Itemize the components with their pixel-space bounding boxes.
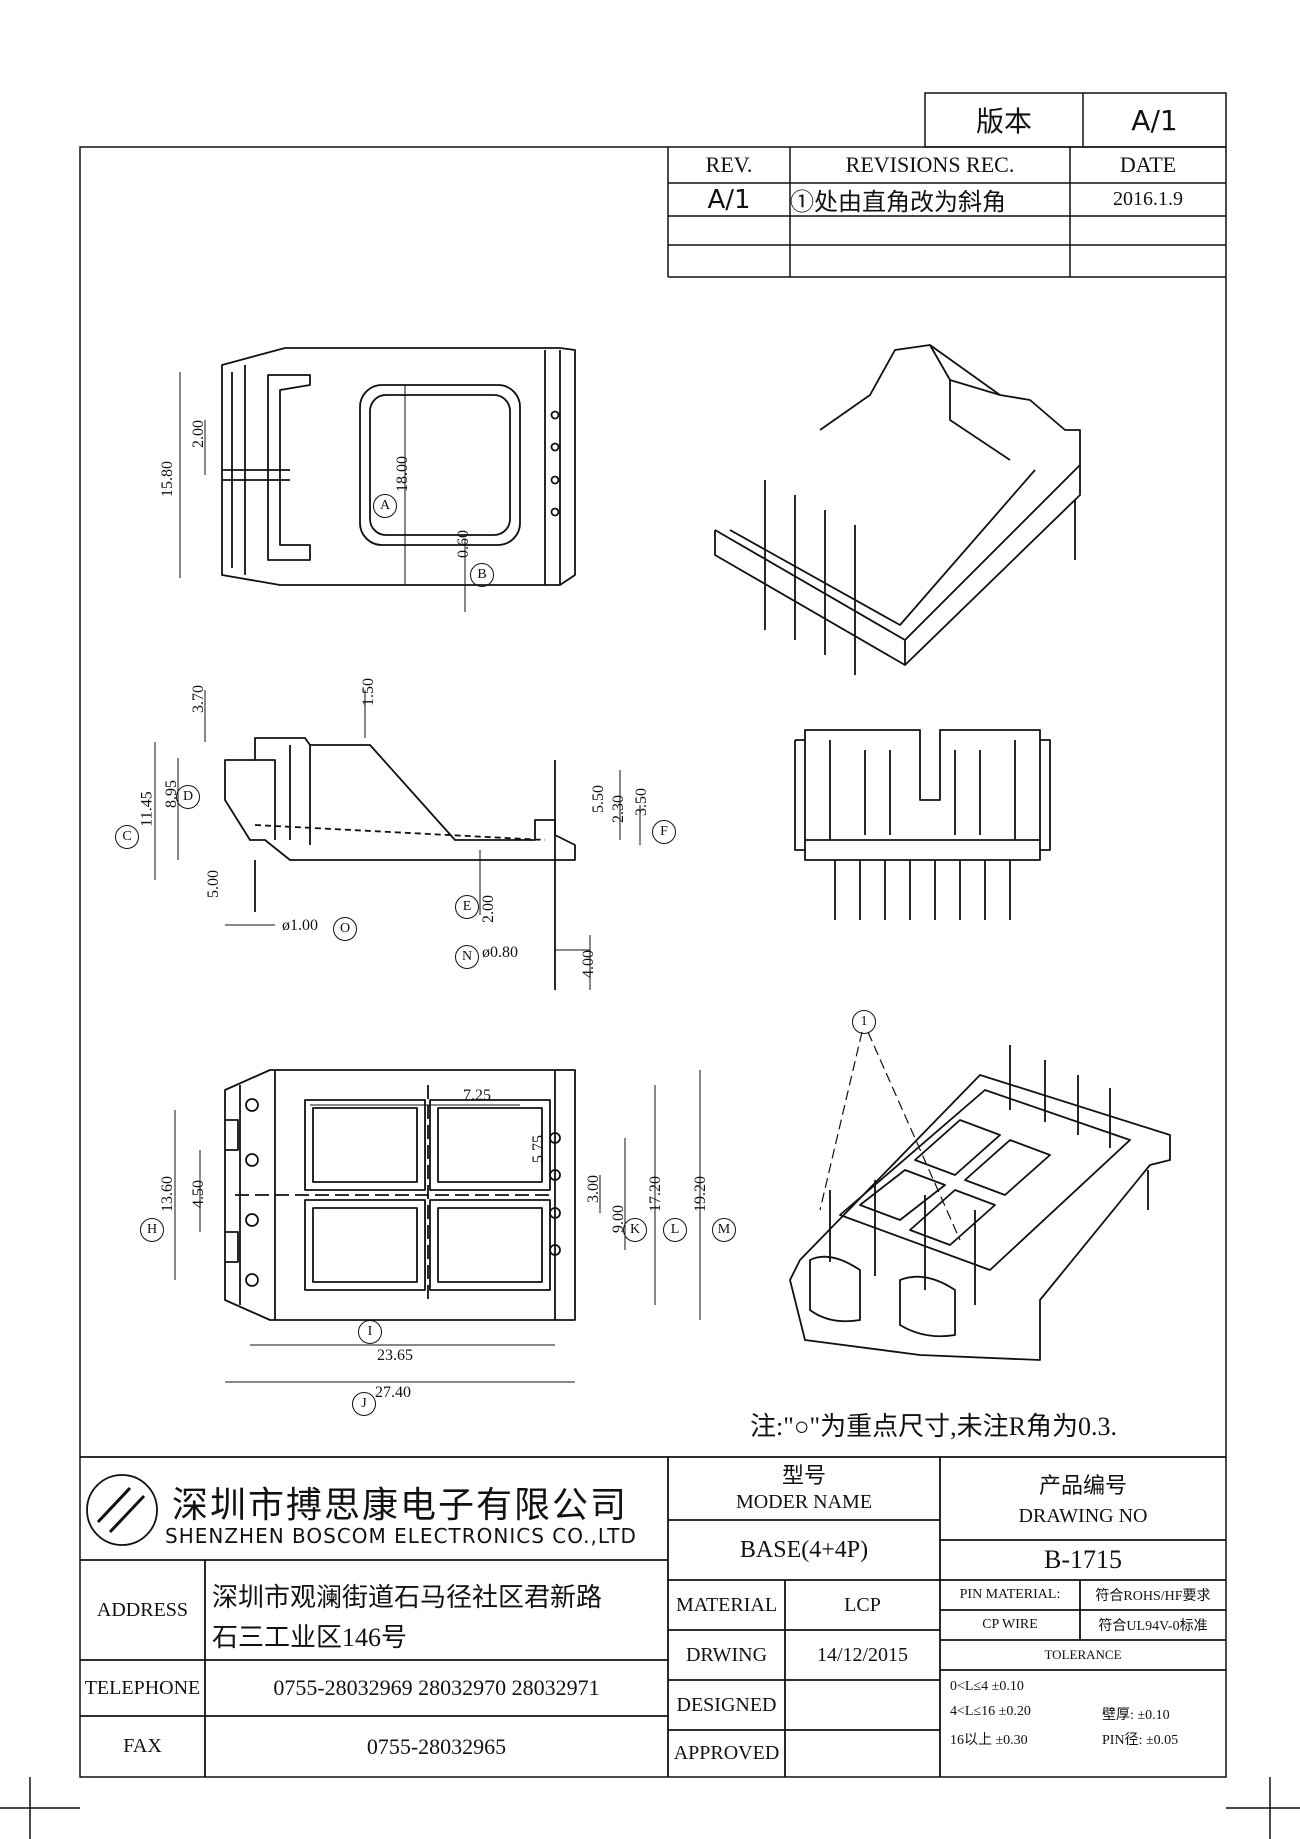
dim-3-50: 3.50 bbox=[633, 788, 650, 816]
side-view-dimension-lines bbox=[154, 690, 641, 990]
front-view bbox=[794, 729, 1051, 920]
version-label: 版本 bbox=[975, 107, 1032, 138]
marker-b: B bbox=[470, 563, 494, 587]
drawing-note: 注:"○"为重点尺寸,未注R角为0.3. bbox=[750, 1412, 1117, 1441]
dim-pin-1-00: ø1.00 bbox=[282, 917, 318, 934]
iso-view-1 bbox=[714, 344, 1081, 675]
fax-value: 0755-28032965 bbox=[366, 1733, 507, 1759]
title-block-lines bbox=[80, 1456, 1226, 1777]
rev-row-1-rec: ①处由直角改为斜角 bbox=[790, 190, 1006, 216]
company-name-en: SHENZHEN BOSCOM ELECTRONICS CO.,LTD bbox=[165, 1524, 637, 1548]
dim-2-00: 2.00 bbox=[190, 420, 207, 448]
dim-5-75: 5.75 bbox=[530, 1135, 547, 1163]
tolerance-row-3: 16以上 ±0.30 bbox=[950, 1733, 1028, 1748]
marker-k: K bbox=[623, 1218, 647, 1242]
tolerance-row-1: 0<L≤4 ±0.10 bbox=[950, 1679, 1024, 1694]
dim-2-00-side: 2.00 bbox=[480, 895, 497, 923]
dim-18-00: 18.00 bbox=[394, 456, 411, 492]
dim-19-20: 19.20 bbox=[692, 1176, 709, 1212]
material-value: LCP bbox=[844, 1593, 881, 1616]
dim-27-40: 27.40 bbox=[375, 1384, 411, 1401]
rev-row-1-date: 2016.1.9 bbox=[1113, 188, 1183, 210]
address-line-2: 石三工业区146号 bbox=[212, 1623, 408, 1652]
rohs-compliance: 符合ROHS/HF要求 bbox=[1095, 1589, 1211, 1604]
dim-5-00: 5.00 bbox=[205, 870, 222, 898]
dim-23-65: 23.65 bbox=[377, 1347, 413, 1364]
marker-i: I bbox=[358, 1320, 382, 1344]
side-view-outline bbox=[224, 737, 576, 990]
marker-j: J bbox=[352, 1392, 376, 1416]
drwing-value: 14/12/2015 bbox=[816, 1643, 909, 1666]
dim-13-60: 13.60 bbox=[159, 1176, 176, 1212]
designed-label: DESIGNED bbox=[676, 1693, 777, 1716]
callout-1-marker: 1 bbox=[852, 1010, 876, 1034]
dim-4-00: 4.00 bbox=[580, 950, 597, 978]
dim-15-80: 15.80 bbox=[159, 461, 176, 497]
dim-17-20: 17.20 bbox=[647, 1176, 664, 1212]
pin-diameter-tolerance: PIN径: ±0.05 bbox=[1102, 1733, 1179, 1748]
tolerance-label: TOLERANCE bbox=[1044, 1647, 1122, 1662]
address-label: ADDRESS bbox=[96, 1598, 189, 1621]
bottom-view-outline bbox=[224, 1069, 576, 1321]
dim-1-50: 1.50 bbox=[360, 678, 377, 706]
approved-label: APPROVED bbox=[673, 1742, 780, 1764]
dim-5-50: 5.50 bbox=[590, 785, 607, 813]
version-value: A/1 bbox=[1131, 103, 1178, 137]
rev-header: REV. bbox=[705, 152, 753, 177]
dim-2-30: 2.30 bbox=[610, 795, 627, 823]
model-label-cn: 型号 bbox=[781, 1463, 826, 1488]
top-view-dimension-lines bbox=[179, 372, 466, 612]
dim-0-60: 0.60 bbox=[455, 530, 472, 558]
pin-material-label: PIN MATERIAL: bbox=[959, 1587, 1061, 1602]
iso-view-2 bbox=[789, 1045, 1171, 1361]
rev-row-1-rev: A/1 bbox=[707, 184, 751, 215]
date-header: DATE bbox=[1119, 152, 1177, 177]
drawing-no-value: B-1715 bbox=[1044, 1545, 1122, 1574]
address-line-1: 深圳市观澜街道石马径社区君新路 bbox=[212, 1583, 603, 1612]
wall-thickness-tolerance: 壁厚: ±0.10 bbox=[1102, 1708, 1170, 1723]
ul-compliance: 符合UL94V-0标准 bbox=[1098, 1619, 1208, 1634]
model-value: BASE(4+4P) bbox=[739, 1536, 869, 1563]
dim-11-45: 11.45 bbox=[138, 791, 156, 827]
pin-material-value: CP WIRE bbox=[982, 1617, 1038, 1632]
callout-leader-lines bbox=[819, 1031, 961, 1241]
marker-a: A bbox=[373, 494, 397, 518]
fax-label: FAX bbox=[123, 1735, 162, 1757]
drawing-no-label-cn: 产品编号 bbox=[1038, 1473, 1127, 1498]
top-view-outline bbox=[221, 347, 576, 586]
marker-n: N bbox=[455, 945, 479, 969]
dim-3-70: 3.70 bbox=[190, 685, 207, 713]
marker-c: C bbox=[115, 825, 139, 849]
model-label-en: MODER NAME bbox=[735, 1490, 873, 1513]
dim-pin-0-80: ø0.80 bbox=[482, 944, 518, 961]
marker-m: M bbox=[712, 1218, 736, 1242]
marker-l: L bbox=[663, 1218, 687, 1242]
marker-d: D bbox=[176, 785, 200, 809]
marker-o: O bbox=[333, 917, 357, 941]
marker-f: F bbox=[652, 820, 676, 844]
drwing-label: DRWING bbox=[685, 1643, 768, 1666]
drawing-no-label-en: DRAWING NO bbox=[1018, 1504, 1148, 1527]
company-name-cn: 深圳市搏思康电子有限公司 bbox=[172, 1485, 629, 1525]
dim-3-00: 3.00 bbox=[585, 1175, 602, 1203]
telephone-label: TELEPHONE bbox=[84, 1676, 201, 1699]
telephone-value: 0755-28032969 28032970 28032971 bbox=[273, 1675, 600, 1700]
tolerance-row-2: 4<L≤16 ±0.20 bbox=[950, 1704, 1031, 1719]
revisions-rec-header: REVISIONS REC. bbox=[845, 152, 1015, 177]
material-label: MATERIAL bbox=[675, 1593, 778, 1616]
company-logo bbox=[86, 1474, 158, 1546]
dim-7-25: 7.25 bbox=[463, 1087, 491, 1104]
dim-4-50: 4.50 bbox=[190, 1180, 207, 1208]
marker-h: H bbox=[140, 1218, 164, 1242]
marker-e: E bbox=[455, 895, 479, 919]
